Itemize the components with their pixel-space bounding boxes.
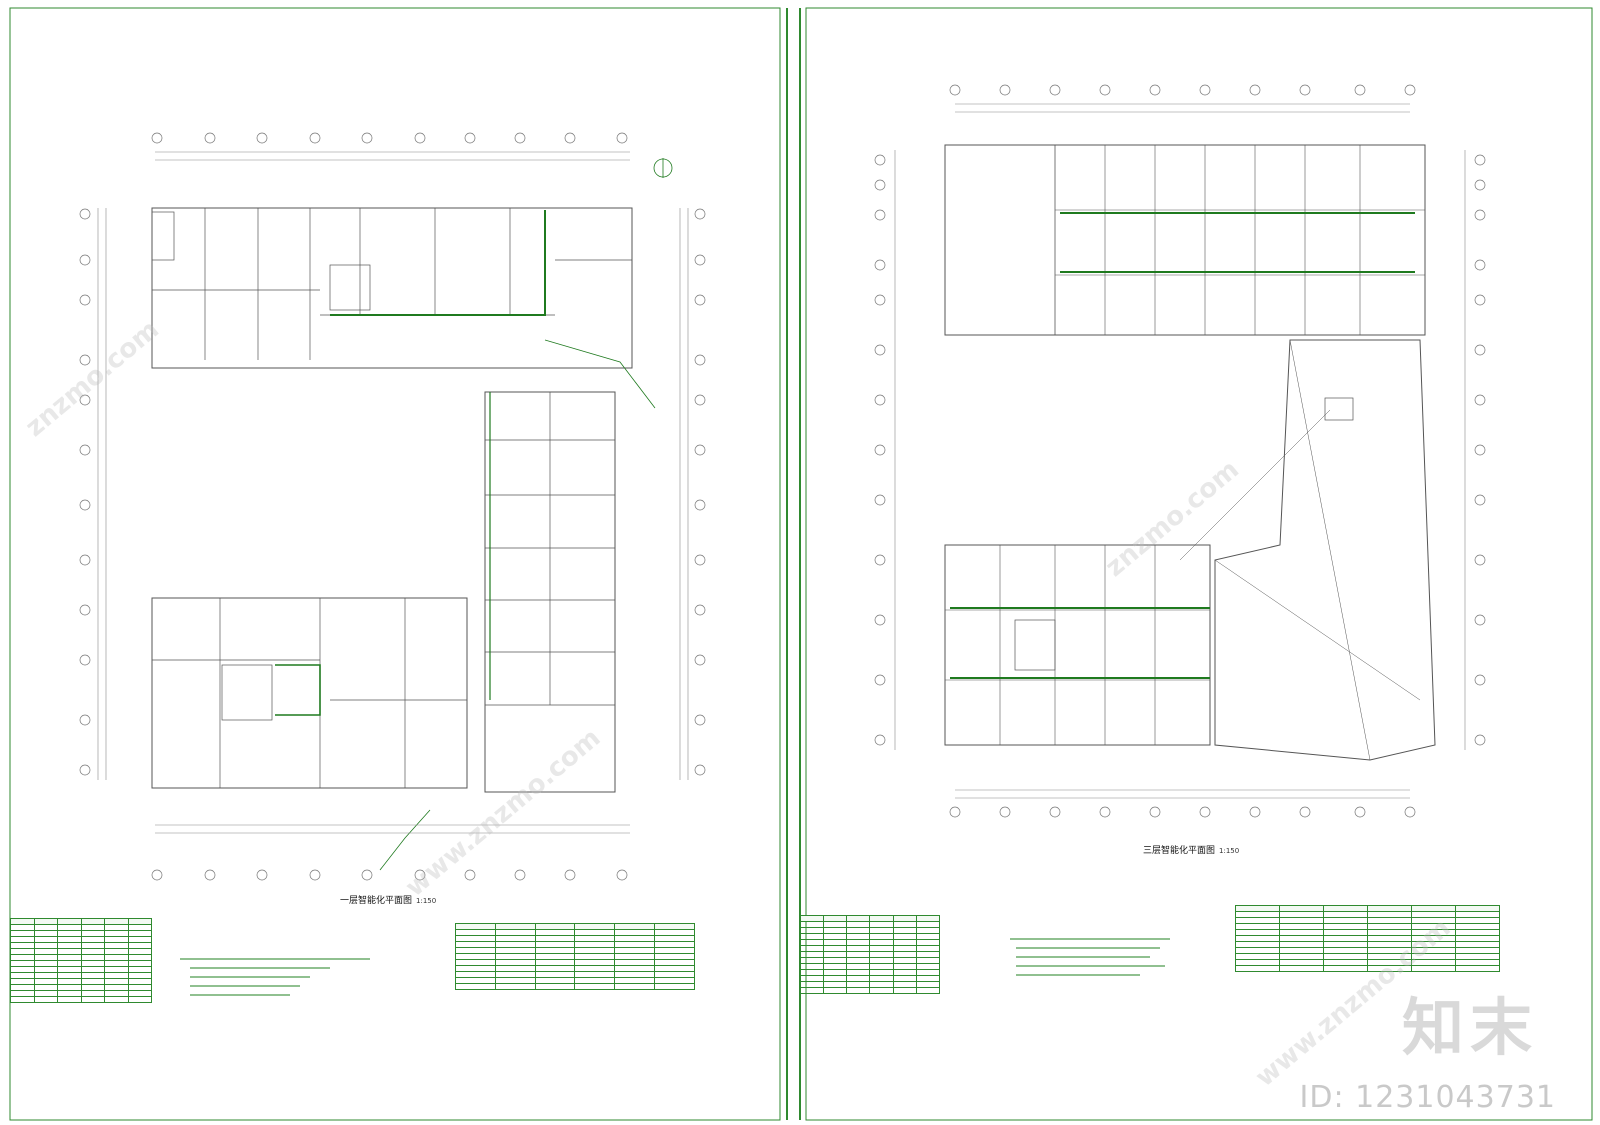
right-scale-text: 1:150 [1219,847,1240,855]
left-legend-table [455,923,695,990]
right-title-text: 三层智能化平面图 [1143,846,1216,856]
left-notes [180,958,370,996]
bottom-dimension-lines [155,824,630,834]
grid-bubbles-top [151,132,628,144]
top-block-r [944,144,1426,336]
dimension-lines-r [894,103,1466,799]
bottom-block-outline [151,597,468,789]
north-arrow [653,158,673,178]
grid-bubbles-top-r [949,84,1416,96]
first-floor-plan [79,132,706,881]
top-stair [151,211,175,261]
cable-run-bottom [379,809,431,871]
grid-bubbles-bottom-r [949,806,1416,818]
top-block-outline [151,207,633,369]
right-notes [1010,938,1170,976]
atrium-lines-r [1179,339,1421,761]
grid-bubbles-right-r [1474,154,1486,746]
grid-bubbles-bottom [151,869,628,881]
left-floor-table [10,918,152,1003]
top-core [329,264,371,311]
office-walls-r [945,545,1210,745]
top-dimension-lines [155,151,630,161]
third-floor-plan [874,84,1486,818]
right-legend-table [1235,905,1500,972]
office-core-r [1014,619,1056,671]
left-title-text: 一层智能化平面图 [340,896,413,906]
left-scale-text: 1:150 [416,897,437,905]
atrium-stair-r [1324,397,1354,421]
cable-run-top [544,339,656,409]
side-dimension-lines [97,208,689,780]
grid-bubbles-right [694,208,706,776]
bottom-core [221,664,273,721]
top-block-walls [152,208,632,360]
grid-bubbles-left-r [874,154,886,746]
grid-bubbles-left [79,208,91,776]
watermark-id: ID: 1231043731 [1299,1080,1556,1115]
room-walls-r [1055,145,1425,335]
watermark-logo: 知末 [1401,991,1538,1064]
cable-tray-bottom [275,664,321,716]
right-wing-walls [485,392,615,706]
cable-tray-top [330,210,546,316]
office-block-r [944,544,1211,746]
bottom-block-walls [152,598,467,788]
right-floor-table [799,915,941,994]
atrium-wing-r [1214,339,1436,761]
